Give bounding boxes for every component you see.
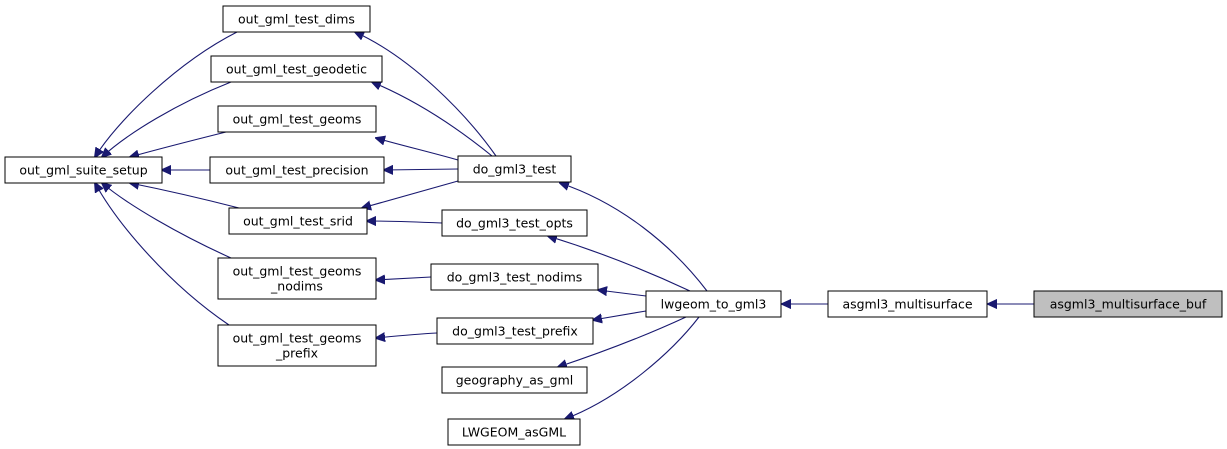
node-box [645,290,782,318]
node-label: out_gml_test_srid [243,214,353,229]
node-out-gml-test-geodetic[interactable]: out_gml_test_geodetic [210,55,383,83]
node-out-gml-test-geoms-prefix[interactable]: out_gml_test_geoms_prefix [217,324,377,367]
node-box [430,263,599,291]
node-box [210,55,383,83]
node-out-gml-test-precision[interactable]: out_gml_test_precision [209,156,385,184]
node-label: out_gml_test_geoms [233,331,362,346]
node-out-gml-test-dims[interactable]: out_gml_test_dims [222,5,371,33]
node-label: out_gml_test_precision [225,163,368,178]
node-box [217,257,377,300]
node-label: out_gml_suite_setup [19,163,147,178]
node-do-gml3-test-nodims[interactable]: do_gml3_test_nodims [430,263,599,291]
node-layer: asgml3_multisurface_buf asgml3_multisurfa… [4,5,1223,446]
node-box [441,366,588,394]
node-do-gml3-test[interactable]: do_gml3_test [457,155,572,183]
call-edge-lwgeom-asgml-to-lwgeom-to-gml3 [565,316,700,419]
node-asgml3-multisurface[interactable]: asgml3_multisurface [827,290,988,318]
node-lwgeom-to-gml3[interactable]: lwgeom_to_gml3 [645,290,782,318]
node-box [436,317,594,345]
call-edge-out-gml-suite-setup-to-out-gml-test-geodetic [102,81,232,157]
call-edge-do-gml3-test-prefix-to-lwgeom-to-gml3 [593,310,647,320]
node-label: do_gml3_test [473,162,557,177]
node-label: LWGEOM_asGML [462,425,566,440]
node-label: do_gml3_test_nodims [447,270,583,285]
call-edge-out-gml-test-srid-to-do-gml3-test-opts [367,221,443,223]
node-label: lwgeom_to_gml3 [661,297,767,312]
node-lwgeom-asgml[interactable]: LWGEOM_asGML [447,418,581,446]
call-edge-out-gml-test-geodetic-to-do-gml3-test [372,82,493,157]
node-label: out_gml_test_geoms [233,264,362,279]
call-edge-out-gml-suite-setup-to-out-gml-test-geoms-nodims [102,183,232,259]
node-box [4,156,163,184]
call-edge-out-gml-test-dims-to-do-gml3-test [355,32,497,157]
call-edge-out-gml-test-srid-to-do-gml3-test [362,180,459,208]
call-edge-out-gml-suite-setup-to-out-gml-test-dims [95,31,238,157]
node-out-gml-test-geoms[interactable]: out_gml_test_geoms [217,105,377,133]
node-label: geography_as_gml [456,373,574,388]
node-box [217,324,377,367]
node-box [827,290,988,318]
node-box [441,209,588,237]
call-edge-out-gml-suite-setup-to-out-gml-test-srid [130,183,240,209]
node-out-gml-suite-setup[interactable]: out_gml_suite_setup [4,156,163,184]
call-edge-do-gml3-test-opts-to-lwgeom-to-gml3 [548,236,691,292]
node-do-gml3-test-opts[interactable]: do_gml3_test_opts [441,209,588,237]
node-label: out_gml_test_geoms [233,112,362,127]
node-box [457,155,572,183]
node-out-gml-test-srid[interactable]: out_gml_test_srid [228,207,368,235]
node-box [217,105,377,133]
call-edge-out-gml-test-geoms-prefix-to-do-gml3-test-prefix [376,333,438,338]
node-geography-as-gml[interactable]: geography_as_gml [441,366,588,394]
node-label: do_gml3_test_prefix [452,324,578,339]
call-edge-out-gml-test-geoms-to-do-gml3-test [376,138,459,161]
edge-layer [95,32,1034,419]
node-asgml3-multisurface-buf: asgml3_multisurface_buf [1033,290,1223,318]
node-out-gml-test-geoms-nodims[interactable]: out_gml_test_geoms_nodims [217,257,377,300]
node-box [228,207,368,235]
call-edge-out-gml-test-precision-to-do-gml3-test [384,169,459,170]
node-label: asgml3_multisurface [842,297,972,312]
call-edge-out-gml-test-geoms-nodims-to-do-gml3-test-nodims [376,277,432,280]
node-box [209,156,385,184]
node-label: _prefix [275,346,318,361]
node-label: _nodims [270,279,323,294]
node-do-gml3-test-prefix[interactable]: do_gml3_test_prefix [436,317,594,345]
node-box [222,5,371,33]
node-box [1033,290,1223,318]
call-edge-out-gml-suite-setup-to-out-gml-test-geoms-prefix [95,183,230,326]
node-label: do_gml3_test_opts [456,216,573,231]
node-box [447,418,581,446]
call-edge-out-gml-suite-setup-to-out-gml-test-geoms [130,131,227,157]
node-label: out_gml_test_geodetic [226,62,367,77]
call-edge-do-gml3-test-nodims-to-lwgeom-to-gml3 [598,290,647,297]
node-label: out_gml_test_dims [238,12,355,27]
call-edge-geography-as-gml-to-lwgeom-to-gml3 [558,316,687,367]
call-edge-do-gml3-test-to-lwgeom-to-gml3 [560,183,708,292]
node-label: asgml3_multisurface_buf [1050,297,1207,312]
